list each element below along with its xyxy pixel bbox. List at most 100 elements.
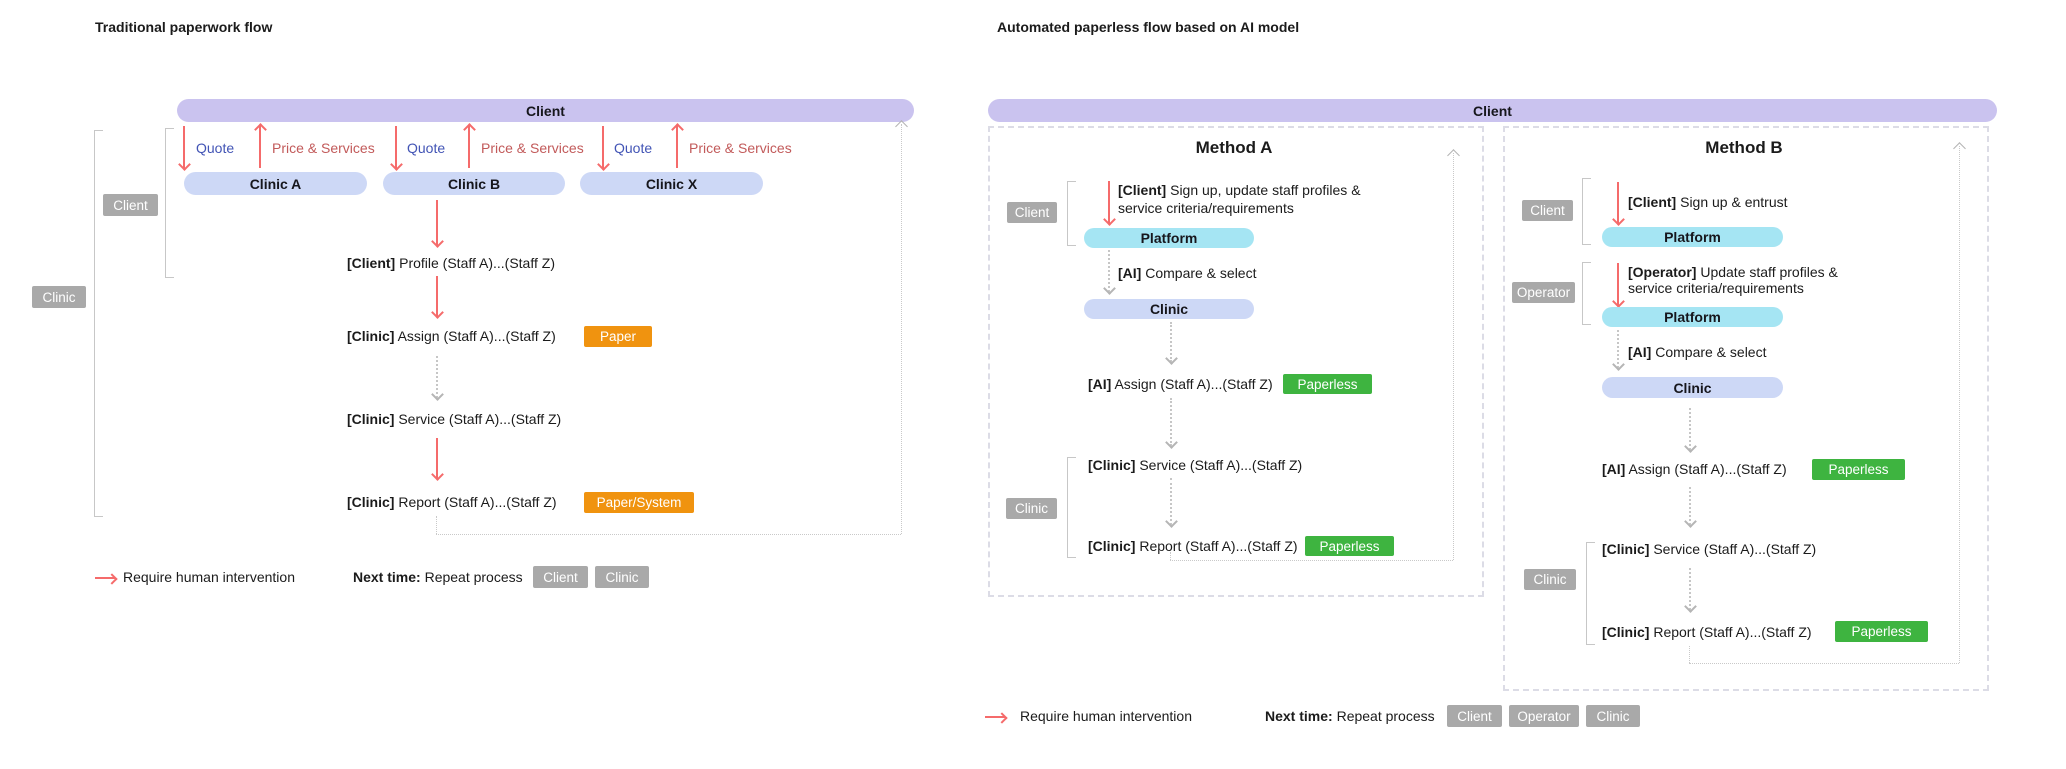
step-assign: [Clinic] Assign (Staff A)...(Staff Z): [347, 326, 556, 346]
right-client-bar: Client: [988, 99, 1997, 122]
method-a-signup-line2: service criteria/requirements: [1118, 200, 1294, 216]
step-assign-action: Assign (Staff A)...(Staff Z): [394, 328, 556, 344]
client-scope-bracket: [165, 128, 174, 278]
method-a-auto-arrow-to-service: [1170, 398, 1172, 446]
method-a-service-actor: [Clinic]: [1088, 457, 1136, 473]
method-b-report-step: [Clinic] Report (Staff A)...(Staff Z): [1602, 622, 1812, 642]
step-service: [Clinic] Service (Staff A)...(Staff Z): [347, 409, 561, 429]
method-a-report-step: [Clinic] Report (Staff A)...(Staff Z): [1088, 536, 1298, 556]
method-b-client-bracket: [1582, 178, 1591, 245]
left-legend-client-badge: Client: [533, 566, 588, 588]
method-a-human-arrow-signup: [1108, 181, 1110, 223]
right-panel-title: Automated paperless flow based on AI mod…: [997, 19, 1300, 35]
price-up-arrow-1: [259, 126, 261, 168]
method-b-compare-actor: [AI]: [1628, 344, 1652, 360]
method-b-box: [1503, 126, 1989, 691]
right-legend-operator-badge: Operator: [1509, 705, 1579, 727]
method-b-clinic-bracket: [1586, 542, 1595, 645]
quote-label-2: Quote: [407, 140, 446, 156]
quote-label-3: Quote: [614, 140, 653, 156]
method-b-feedback-vertical: [1959, 146, 1960, 663]
method-b-auto-arrow-to-report: [1689, 568, 1691, 610]
right-client-bar-label: Client: [1473, 102, 1512, 119]
step-service-action: Service (Staff A)...(Staff Z): [394, 411, 562, 427]
step-service-actor: [Clinic]: [347, 411, 395, 427]
price-up-arrow-2: [468, 126, 470, 168]
paper-system-badge: Paper/System: [584, 492, 694, 513]
method-a-auto-arrow-to-report: [1170, 478, 1172, 525]
left-legend-next-time: Next time: Repeat process: [353, 567, 523, 587]
right-legend-next-time: Next time: Repeat process: [1265, 706, 1435, 726]
method-b-clinic-pill: Clinic: [1602, 377, 1783, 398]
method-b-operator-bracket: [1582, 262, 1591, 325]
method-a-platform-pill: Platform: [1084, 228, 1254, 248]
method-a-auto-arrow-to-assign: [1170, 322, 1172, 362]
method-a-auto-arrow-compare: [1108, 250, 1110, 292]
left-panel-title: Traditional paperwork flow: [95, 19, 273, 35]
method-a-assign-paperless-badge: Paperless: [1283, 374, 1372, 394]
method-a-report-actor: [Clinic]: [1088, 538, 1136, 554]
method-b-signup-action: Sign up & entrust: [1676, 194, 1788, 210]
quote-down-arrow-1: [183, 126, 185, 168]
clinic-a-pill: Clinic A: [184, 172, 367, 195]
step-profile-action: Profile (Staff A)...(Staff Z): [395, 255, 555, 271]
method-b-feedback-stub: [1689, 646, 1690, 663]
price-up-arrow-3: [676, 126, 678, 168]
clinic-role-badge: Clinic: [32, 286, 86, 308]
method-b-auto-arrow-to-service: [1689, 487, 1691, 525]
method-a-signup-actor: [Client]: [1118, 182, 1167, 198]
method-a-service-step: [Clinic] Service (Staff A)...(Staff Z): [1088, 455, 1302, 475]
price-label-2: Price & Services: [481, 140, 584, 156]
method-a-title: Method A: [1195, 138, 1273, 157]
method-a-service-action: Service (Staff A)...(Staff Z): [1135, 457, 1303, 473]
method-b-report-paperless-badge: Paperless: [1835, 621, 1928, 642]
auto-arrow-assign-to-service: [436, 356, 438, 398]
method-a-compare-step: [AI] Compare & select: [1118, 263, 1257, 283]
right-legend-human-text: Require human intervention: [1020, 708, 1192, 724]
method-b-update-line1: [Operator] Update staff profiles &: [1628, 262, 1838, 282]
left-feedback-vertical: [901, 124, 902, 534]
right-legend-red-arrow-icon: [985, 716, 1005, 718]
clinic-scope-bracket: [94, 130, 103, 517]
method-b-platform-pill-2: Platform: [1602, 307, 1783, 327]
method-a-box: [988, 126, 1484, 597]
method-b-report-action: Report (Staff A)...(Staff Z): [1649, 624, 1812, 640]
right-legend-clinic-badge: Clinic: [1586, 705, 1640, 727]
method-b-service-step: [Clinic] Service (Staff A)...(Staff Z): [1602, 539, 1816, 559]
quote-down-arrow-3: [602, 126, 604, 168]
step-report-actor: [Clinic]: [347, 494, 395, 510]
method-b-assign-action: Assign (Staff A)...(Staff Z): [1625, 461, 1787, 477]
method-a-feedback-horizontal: [1170, 560, 1453, 561]
right-legend-client-badge: Client: [1447, 705, 1502, 727]
left-feedback-horizontal: [436, 534, 901, 535]
method-b-auto-arrow-to-assign: [1689, 408, 1691, 450]
clinic-b-pill: Clinic B: [383, 172, 565, 195]
left-legend-red-arrow-icon: [95, 577, 115, 579]
paper-badge: Paper: [584, 326, 652, 347]
human-arrow-service-to-report: [436, 438, 438, 478]
method-a-clinic-bracket: [1067, 457, 1076, 558]
method-b-auto-arrow-compare: [1617, 330, 1619, 368]
left-client-bar: Client: [177, 99, 914, 122]
method-a-client-badge: Client: [1007, 202, 1057, 223]
method-b-assign-actor: [AI]: [1602, 461, 1626, 477]
method-b-human-arrow-update: [1617, 263, 1619, 305]
method-b-service-action: Service (Staff A)...(Staff Z): [1649, 541, 1817, 557]
method-a-client-bracket: [1067, 181, 1076, 246]
method-a-feedback-vertical: [1453, 153, 1454, 560]
method-a-clinic-badge: Clinic: [1006, 498, 1057, 519]
step-report: [Clinic] Report (Staff A)...(Staff Z): [347, 492, 557, 512]
method-b-compare-step: [AI] Compare & select: [1628, 342, 1767, 362]
method-a-report-paperless-badge: Paperless: [1305, 536, 1394, 556]
left-legend-next-rest: Repeat process: [420, 569, 523, 585]
step-assign-actor: [Clinic]: [347, 328, 395, 344]
method-b-title: Method B: [1705, 138, 1783, 157]
human-arrow-profile-to-assign: [436, 276, 438, 316]
method-b-human-arrow-signup: [1617, 182, 1619, 223]
method-a-signup-line1: [Client] Sign up, update staff profiles …: [1118, 180, 1361, 200]
right-legend-next-bold: Next time:: [1265, 708, 1333, 724]
method-b-update-actor: [Operator]: [1628, 264, 1697, 280]
method-b-signup-step: [Client] Sign up & entrust: [1628, 192, 1788, 212]
method-b-update-text1: Update staff profiles &: [1696, 264, 1838, 280]
method-b-assign-step: [AI] Assign (Staff A)...(Staff Z): [1602, 459, 1787, 479]
